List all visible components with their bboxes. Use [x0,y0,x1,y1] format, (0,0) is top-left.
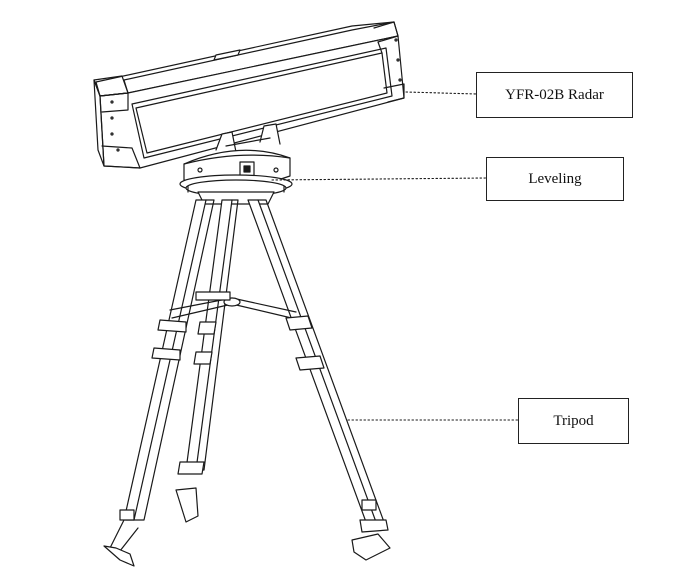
leader-line-level [271,177,487,181]
leader-lines [271,91,519,421]
tripod [103,199,391,567]
label-tripod-text: Tripod [553,412,594,429]
label-radar-text: YFR-02B Radar [505,86,604,103]
leveling-head [179,123,293,205]
label-tripod: Tripod [518,398,629,444]
leader-line-radar [405,91,477,95]
label-leveling: Leveling [486,157,624,201]
label-leveling-text: Leveling [528,170,582,187]
radar-unit [93,21,405,169]
label-radar: YFR-02B Radar [476,72,633,118]
